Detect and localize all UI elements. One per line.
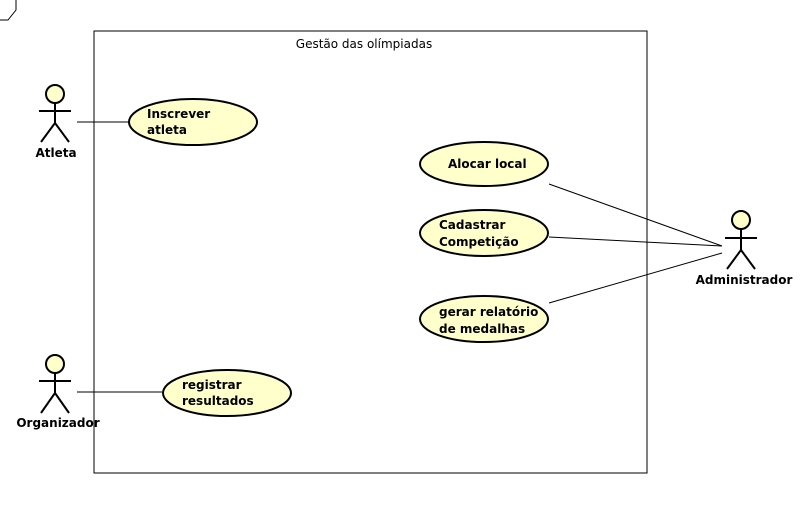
use-case-inscrever-atleta[interactable]: Inscrever atleta: [128, 98, 258, 146]
use-case-label: Cadastrar: [439, 218, 505, 232]
assoc-admin-gerar: [548, 252, 723, 304]
use-case-registrar-resultados[interactable]: registrar resultados: [162, 369, 292, 417]
system-boundary: [93, 30, 648, 474]
use-case-label: Competição: [439, 235, 519, 249]
actor-head: [45, 84, 65, 104]
actor-label-atleta: Atleta: [35, 146, 76, 160]
actor-label-organizador: Organizador: [16, 416, 99, 430]
actor-head: [45, 354, 65, 374]
use-case-label: Alocar local: [448, 157, 527, 171]
actor-administrador[interactable]: Administrador: [696, 210, 793, 287]
actor-label-administrador: Administrador: [696, 273, 793, 287]
use-case-label: gerar relatório: [439, 305, 538, 319]
use-case-label: Inscrever: [147, 107, 210, 121]
use-case-gerar-relatorio[interactable]: gerar relatório de medalhas: [419, 295, 549, 343]
system-title: Gestão das olímpiadas: [296, 37, 432, 51]
use-case-alocar-local[interactable]: Alocar local: [419, 141, 549, 187]
use-case-label: resultados: [182, 394, 254, 408]
actor-head: [731, 210, 751, 230]
assoc-admin-cadastrar: [548, 236, 723, 247]
actor-atleta[interactable]: Atleta: [35, 84, 77, 160]
use-case-label: de medalhas: [439, 322, 525, 336]
use-case-label: atleta: [147, 123, 187, 137]
assoc-admin-alocar: [548, 183, 723, 247]
corner-artifact: [0, 0, 17, 21]
use-case-label: registrar: [182, 378, 242, 392]
use-case-cadastrar-competicao[interactable]: Cadastrar Competição: [419, 209, 549, 257]
actor-organizador[interactable]: Organizador: [16, 354, 100, 430]
